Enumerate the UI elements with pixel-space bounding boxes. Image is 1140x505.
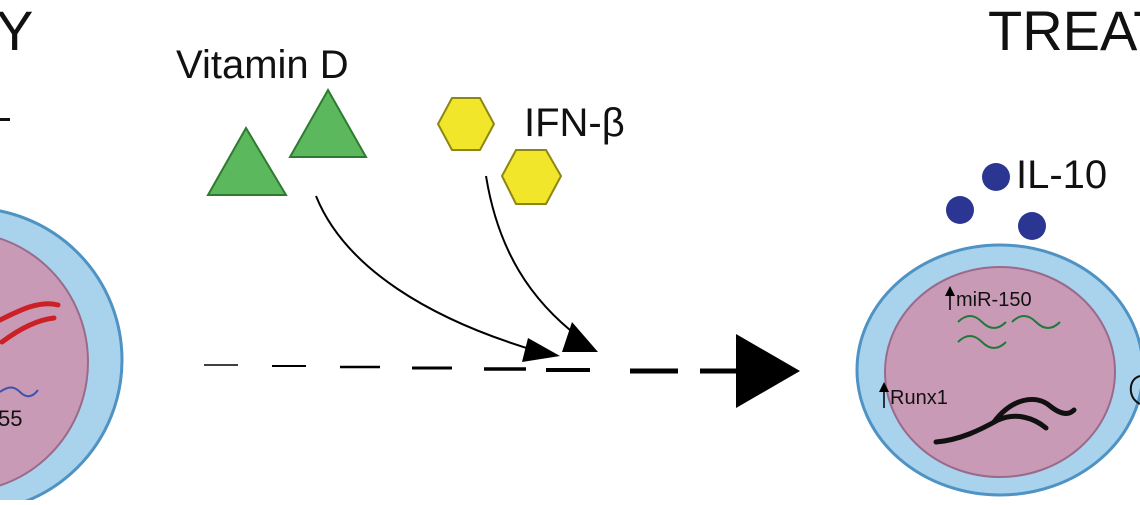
- right-heading: TREAT: [988, 0, 1140, 62]
- left-heading: Y: [0, 0, 33, 62]
- mirna-wave-1: [957, 315, 1007, 329]
- left-cell-nucleus: [0, 237, 89, 487]
- right-cell-gene-label: Runx1: [890, 387, 948, 409]
- il10-dot-3: [1018, 212, 1046, 240]
- ifn-beta-arrowhead: [562, 322, 598, 352]
- ifn-beta-arrow: [485, 175, 581, 339]
- left-cell-mrna-wave-1: [0, 301, 61, 323]
- left-cell: 55: [0, 209, 124, 505]
- vitamin-d-label: Vitamin D: [176, 43, 349, 87]
- left-heading-dash: [0, 118, 10, 121]
- ifn-beta-hexagon-1: [436, 97, 496, 151]
- mirna-wave-2: [1011, 315, 1061, 329]
- progression-dashed-arrow: [204, 334, 800, 408]
- vitamin-d-triangle-1: [206, 126, 288, 196]
- il10-label: IL-10: [1016, 153, 1107, 197]
- vitamin-d-arrow: [315, 195, 541, 353]
- il10-dot-1: [982, 163, 1010, 191]
- gene-wave-1: [991, 396, 1077, 425]
- left-cell-mirna-label: 55: [0, 406, 22, 431]
- vitamin-d-arrowhead: [522, 338, 560, 362]
- progression-arrowhead: [736, 334, 800, 408]
- right-cell: miR-150 Runx1: [855, 243, 1140, 497]
- ifn-beta-group: IFN-β: [436, 97, 625, 205]
- ifn-beta-hexagon-2: [500, 149, 563, 205]
- right-cell-nucleus: [884, 266, 1116, 478]
- vitamin-d-triangle-2: [288, 87, 368, 158]
- ifn-beta-label: IFN-β: [524, 101, 625, 145]
- gene-wave-2: [933, 413, 1049, 445]
- mirna-wave-3: [957, 335, 1007, 349]
- right-cell-mirna-label: miR-150: [956, 289, 1032, 311]
- il10-group: IL-10: [946, 153, 1107, 240]
- right-edge-partial-shape: [1129, 375, 1140, 405]
- left-cell-mirna-wave: [0, 386, 39, 398]
- left-cell-mrna-wave-2: [0, 315, 57, 345]
- vitamin-d-group: Vitamin D: [176, 43, 368, 196]
- il10-dot-2: [946, 196, 974, 224]
